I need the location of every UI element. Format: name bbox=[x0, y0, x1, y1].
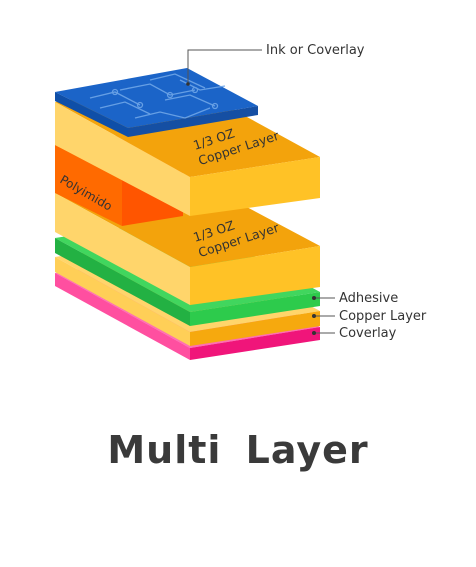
coverlay-label: Coverlay bbox=[339, 326, 397, 341]
leader-lines bbox=[187, 49, 335, 334]
ink-leader-line bbox=[187, 49, 262, 84]
copper-bottom-label: Copper Layer bbox=[339, 309, 427, 324]
circuit-traces bbox=[89, 73, 226, 119]
adhesive-label: Adhesive bbox=[339, 291, 398, 306]
ink-coverlay-layer bbox=[55, 68, 258, 137]
diagram-title: Multi Layer bbox=[107, 428, 369, 472]
leader-dots bbox=[186, 82, 316, 335]
ink-coverlay-label: Ink or Coverlay bbox=[266, 43, 365, 58]
